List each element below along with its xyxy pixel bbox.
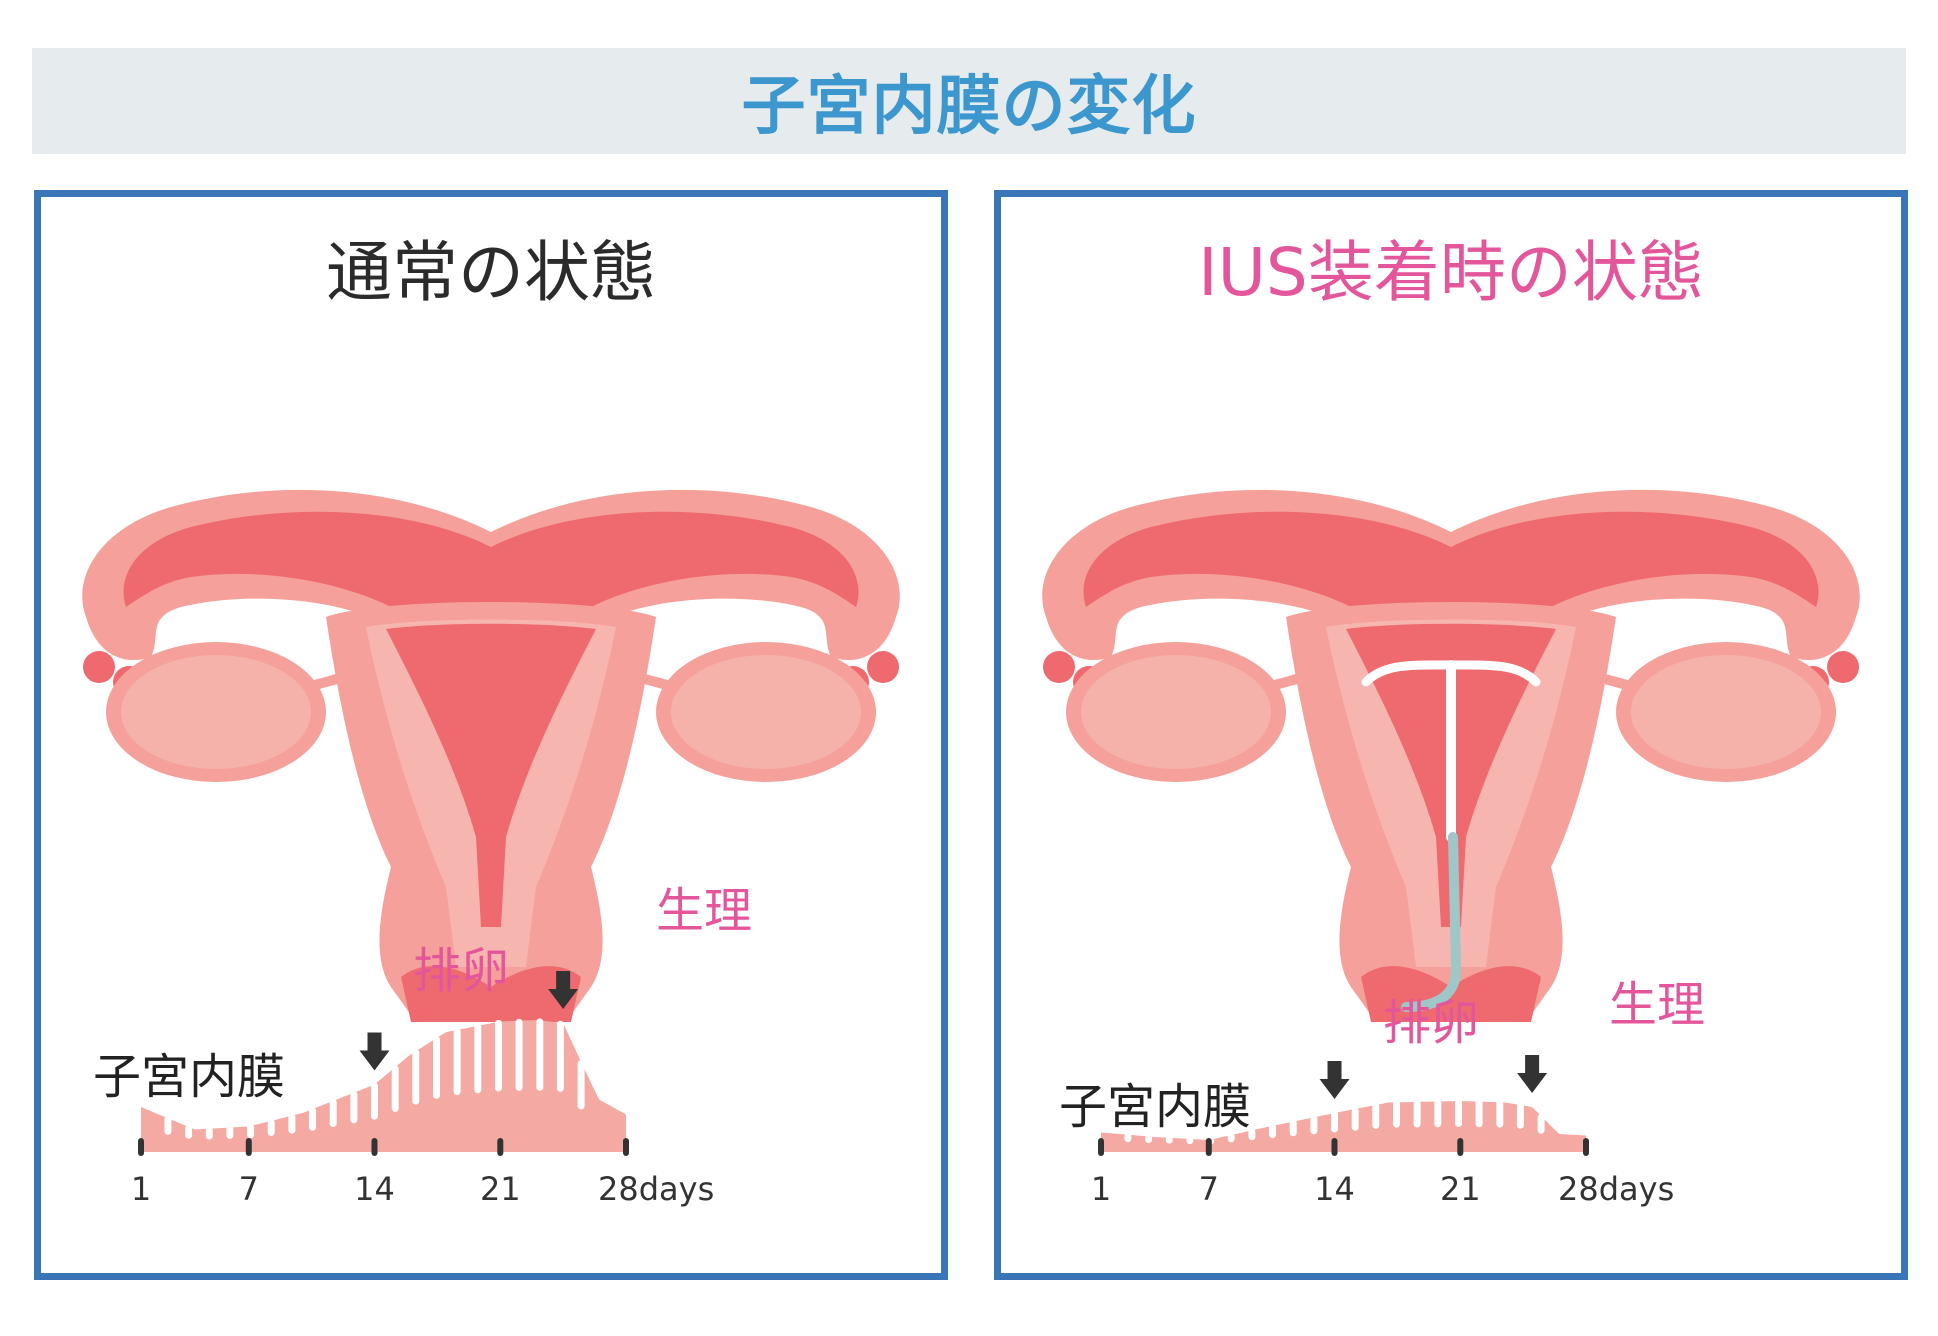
axis-tick bbox=[245, 1138, 252, 1156]
endometrium-gland bbox=[1496, 1100, 1504, 1128]
axis-tick-label: 21 bbox=[1440, 1170, 1481, 1208]
axis-tick bbox=[138, 1138, 144, 1156]
axis-tick bbox=[497, 1138, 504, 1156]
endometrium-gland bbox=[1331, 1111, 1338, 1133]
endometrium-gland bbox=[185, 1124, 193, 1139]
endometrium-gland bbox=[1372, 1103, 1380, 1129]
endometrium-gland bbox=[1269, 1123, 1276, 1139]
endometrium-gland bbox=[350, 1090, 358, 1124]
ius-device bbox=[1361, 660, 1541, 1012]
endometrium-gland bbox=[577, 1060, 585, 1110]
endometrium-gland bbox=[164, 1116, 172, 1135]
axis-tick bbox=[1205, 1138, 1212, 1156]
axis-tick-label: 1 bbox=[131, 1170, 151, 1208]
endometrium-gland bbox=[1455, 1099, 1462, 1127]
endometrium-gland bbox=[309, 1107, 316, 1131]
endometrium-gland bbox=[371, 1082, 378, 1120]
endometrium-gland bbox=[267, 1118, 275, 1136]
endometrium-label: 子宮内膜 bbox=[1059, 1079, 1252, 1135]
endometrium-gland bbox=[1186, 1137, 1194, 1145]
endometrium-gland bbox=[391, 1065, 399, 1112]
endometrium-gland bbox=[1351, 1107, 1359, 1131]
axis-tick bbox=[371, 1138, 378, 1156]
page-title: 子宮内膜の変化 bbox=[741, 70, 1197, 144]
axis-tick-label: 28days bbox=[598, 1170, 714, 1208]
endometrium-gland bbox=[1207, 1137, 1215, 1145]
annotation-arrow bbox=[1517, 1055, 1548, 1093]
axis-tick-label: 28days bbox=[1558, 1170, 1674, 1208]
endometrium-gland bbox=[1393, 1100, 1400, 1128]
endometrium-gland bbox=[288, 1113, 296, 1134]
ovulation-label: 排卵 bbox=[1383, 995, 1480, 1051]
endometrium-gland bbox=[1537, 1114, 1545, 1134]
uterus-illustration-normal bbox=[82, 489, 900, 1022]
axis-tick bbox=[1331, 1138, 1338, 1156]
header-banner: 子宮内膜の変化 bbox=[32, 48, 1906, 154]
endometrium-gland bbox=[1310, 1115, 1318, 1135]
uterus-graphic bbox=[82, 489, 900, 1022]
axis-tick bbox=[1098, 1138, 1104, 1156]
axis-tick-label: 14 bbox=[1314, 1170, 1355, 1208]
axis-tick-label: 7 bbox=[239, 1170, 259, 1208]
period-label: 生理 bbox=[1609, 977, 1706, 1033]
endometrium-gland bbox=[1434, 1099, 1442, 1128]
axis-tick bbox=[1457, 1138, 1464, 1156]
endometrium-gland bbox=[1165, 1135, 1173, 1144]
endometrium-gland bbox=[247, 1124, 255, 1139]
endometrium-label: 子宮内膜 bbox=[93, 1049, 286, 1105]
axis-tick-label: 7 bbox=[1199, 1170, 1219, 1208]
axis-tick bbox=[1583, 1138, 1589, 1156]
endometrium-gland bbox=[226, 1125, 234, 1139]
endometrium-gland bbox=[205, 1126, 213, 1140]
axis-tick bbox=[623, 1138, 629, 1156]
ovulation-label: 排卵 bbox=[413, 943, 510, 999]
endometrium-gland bbox=[1289, 1119, 1297, 1137]
endometrium-gland bbox=[412, 1049, 420, 1105]
axis-tick-label: 21 bbox=[480, 1170, 521, 1208]
endometrium-gland bbox=[1413, 1099, 1421, 1128]
period-label: 生理 bbox=[656, 883, 753, 939]
endometrium-gland bbox=[1516, 1103, 1524, 1129]
panel-normal: 通常の状態 子宮 bbox=[34, 190, 948, 1280]
endometrium-gland bbox=[329, 1098, 337, 1127]
annotation-arrow bbox=[1319, 1061, 1350, 1099]
axis-tick-label: 14 bbox=[354, 1170, 395, 1208]
endometrium-gland bbox=[1475, 1099, 1483, 1128]
uterus-illustration-ius bbox=[1042, 489, 1860, 1022]
panel-title-ius: IUS装着時の状態 bbox=[1198, 234, 1704, 311]
panel-title-normal: 通常の状態 bbox=[326, 234, 656, 311]
endometrium-gland bbox=[1145, 1134, 1153, 1143]
axis-tick-label: 1 bbox=[1091, 1170, 1111, 1208]
